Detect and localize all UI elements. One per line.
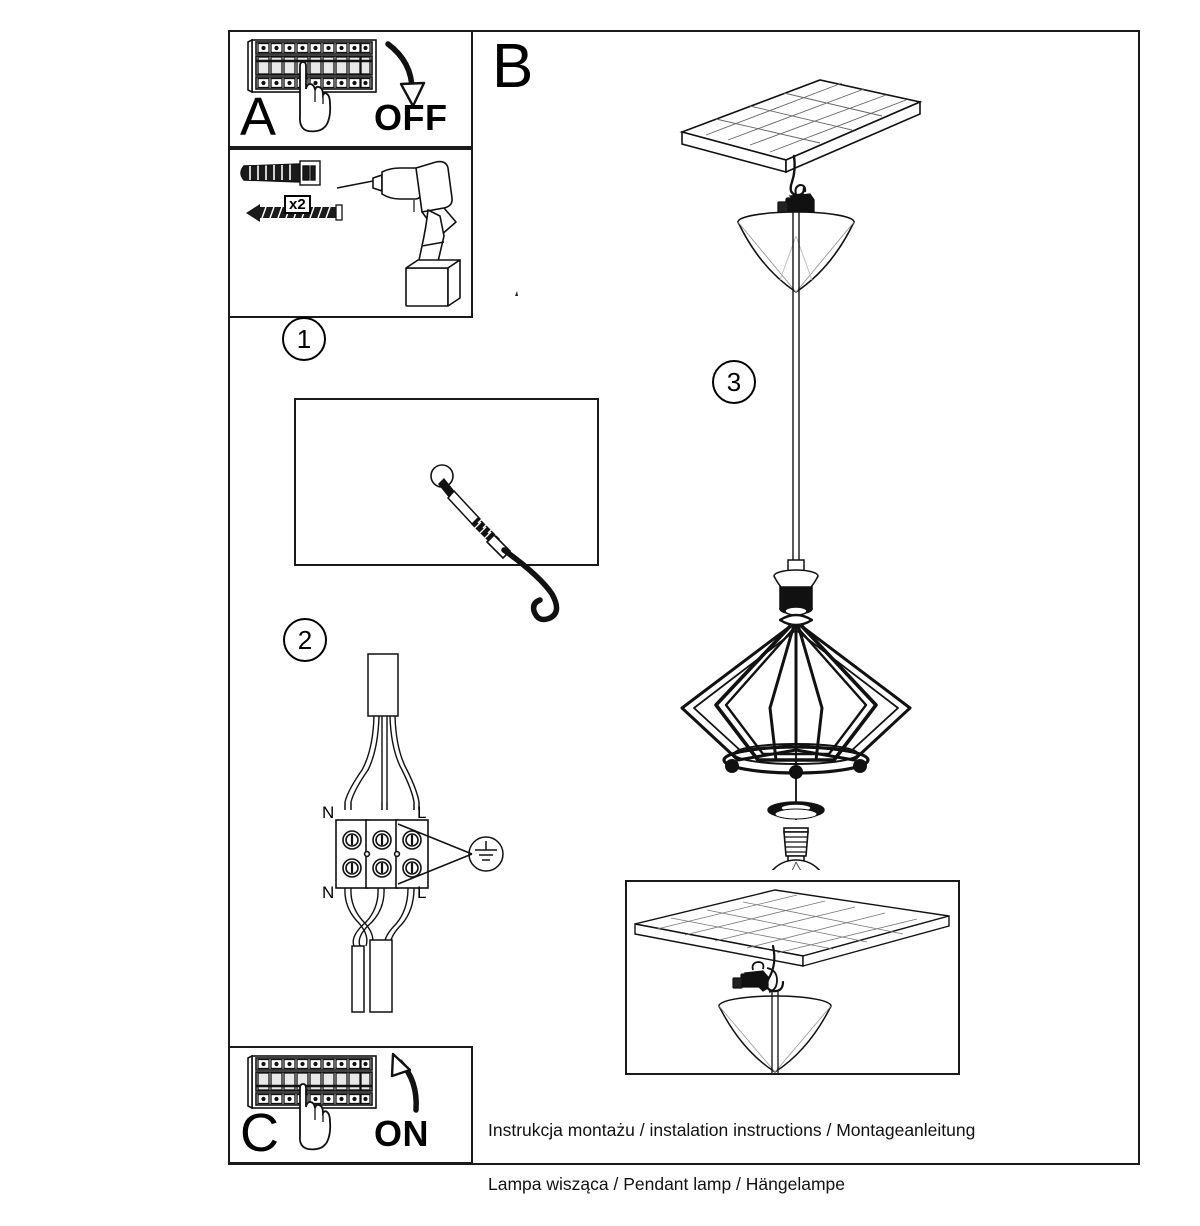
step-2-value: 2 xyxy=(297,624,313,655)
panel-c-letter: C xyxy=(240,1103,279,1163)
supply-cable-icon xyxy=(344,653,420,810)
caption-line-1: Instrukcja montażu / instalation instruc… xyxy=(488,1120,976,1141)
hand-pointing-finger-icon xyxy=(299,61,332,133)
detail-illustration xyxy=(634,889,950,1073)
curved-arrow-up-icon xyxy=(390,1052,419,1113)
sheet-border xyxy=(228,30,1140,1165)
cable-clamp-icon xyxy=(732,961,778,993)
panel-b-letter: B xyxy=(492,32,534,101)
step-1-value: 1 xyxy=(296,323,312,354)
terminal-label-neutral-top: N xyxy=(322,803,335,822)
step-number-1: 1 xyxy=(282,317,326,361)
panel-a-illustration xyxy=(247,38,426,133)
caption-line-2: Lampa wisząca / Pendant lamp / Hängelamp… xyxy=(488,1174,846,1195)
earth-ground-symbol-icon xyxy=(397,823,504,885)
panel-a-letter: A xyxy=(240,87,277,147)
ceiling-tile-plate-icon xyxy=(679,79,923,174)
cable-clamp-icon xyxy=(777,183,815,216)
panel-detail-ceiling-mount xyxy=(625,880,960,1075)
hook-install-illustration xyxy=(430,464,560,623)
cone-canopy-icon xyxy=(737,211,855,293)
lamp-socket-icon xyxy=(773,559,819,616)
drill-mark-dot xyxy=(515,291,518,296)
wiring-diagram-illustration xyxy=(335,653,504,1013)
suspension-cable-icon xyxy=(792,212,800,570)
light-bulb-icon xyxy=(771,827,821,870)
wall-anchor-plug-icon xyxy=(240,160,321,186)
caption-block: Instrukcja montażu / instalation instruc… xyxy=(488,1090,1088,1226)
step-number-2: 2 xyxy=(283,618,327,662)
terminal-block-icon xyxy=(335,819,429,889)
panel-c-illustration xyxy=(247,1052,419,1151)
washer-ring-icon xyxy=(767,801,825,820)
circuit-breaker-panel-icon xyxy=(247,38,377,94)
panel-hardware-drill: x2 xyxy=(228,148,473,318)
lamp-cable-icon xyxy=(344,887,415,947)
instruction-sheet-page: A OFF xyxy=(228,30,1140,1195)
pendant-lamp-assembly-illustration xyxy=(679,79,923,870)
hardware-quantity-label: x2 xyxy=(284,195,311,214)
panel-c-breaker-on: C ON xyxy=(228,1046,473,1164)
step-number-3: 3 xyxy=(712,360,756,404)
circuit-breaker-panel-icon xyxy=(247,1054,377,1110)
ceiling-tile-plate-icon xyxy=(634,889,950,967)
step-3-value: 3 xyxy=(726,366,742,397)
panel-a-action-label: OFF xyxy=(374,97,448,138)
panel-hardware-illustration xyxy=(240,160,461,307)
panel-c-action-label: ON xyxy=(374,1113,429,1154)
panel-a-breaker-off: A OFF xyxy=(228,30,473,148)
hand-pointing-finger-icon xyxy=(299,1083,332,1151)
curved-arrow-down-icon xyxy=(385,41,426,108)
ceiling-hook-icon xyxy=(789,154,806,197)
terminal-label-live-bottom: L xyxy=(417,883,427,902)
suspension-cable-icon xyxy=(771,990,779,1073)
terminal-label-neutral-bottom: N xyxy=(322,883,335,902)
cone-canopy-icon xyxy=(718,995,832,1073)
terminal-label-live-top: L xyxy=(417,803,427,822)
ceiling-hook-screw-icon xyxy=(501,547,560,623)
power-drill-icon xyxy=(336,160,461,307)
terminal-screws xyxy=(342,830,422,878)
